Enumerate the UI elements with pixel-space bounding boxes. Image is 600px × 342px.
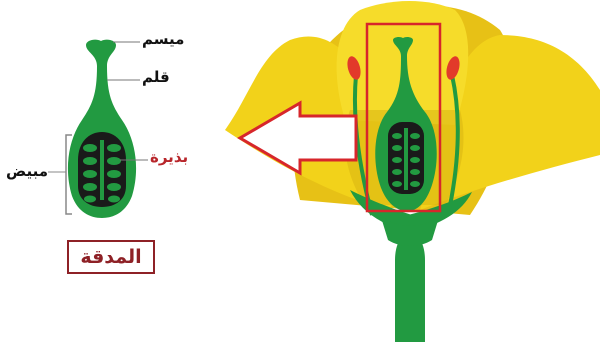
pistil-detail — [48, 40, 148, 218]
label-style: قلم — [142, 68, 170, 86]
title-box: المدقة — [67, 240, 155, 274]
diagram-title: المدقة — [80, 246, 141, 268]
label-ovule: بذيرة — [150, 148, 188, 166]
label-stigma: ميسم — [142, 30, 184, 48]
label-ovary: مبيض — [6, 162, 48, 180]
flower — [225, 1, 600, 342]
